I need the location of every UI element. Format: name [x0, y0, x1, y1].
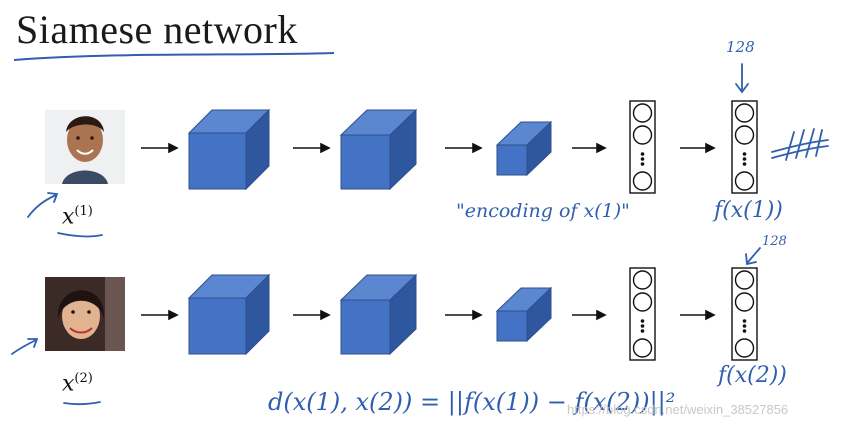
row1-vector-2: [731, 100, 758, 194]
dim-label-bottom: 128: [762, 234, 787, 249]
dim-label-top: 128: [726, 38, 755, 56]
row2-vector-1: [629, 267, 656, 361]
row1-cube-1: [187, 108, 271, 191]
pointer-arrow-2: [11, 339, 37, 355]
row2-cube-2: [339, 273, 418, 356]
title-underline: [13, 52, 335, 61]
slide-title: Siamese network: [16, 7, 298, 52]
dim-arrow-bottom: [747, 247, 761, 263]
row2-arrows: [141, 309, 716, 321]
face-photo-1: [45, 110, 125, 184]
row2-vector-2: [731, 267, 758, 361]
hash-scribble: [771, 128, 829, 161]
row1-vector-1: [629, 100, 656, 194]
encoding-note: "encoding of x(1)": [456, 200, 630, 222]
row2-handwriting: [11, 247, 761, 405]
face-photo-2: [45, 277, 125, 351]
f-label-top: f(x(1)): [714, 198, 783, 223]
row1-arrows: [141, 142, 716, 154]
input-label-1: x(1): [62, 204, 93, 230]
watermark-url: https://blog.csdn.net/weixin_38527856: [567, 402, 789, 417]
label-underline-1: [57, 232, 103, 238]
f-label-bottom: f(x(2)): [718, 363, 787, 388]
row1-cube-3: [495, 120, 553, 177]
distance-equation: d(x(1), x(2)) = ||f(x(1)) − f(x(2))||²: [268, 388, 676, 416]
row1-cube-2: [339, 108, 418, 191]
label-underline-2: [63, 401, 101, 405]
row2-cube-1: [187, 273, 271, 356]
row1-handwriting: [27, 63, 829, 238]
input-label-2: x(2): [62, 371, 93, 397]
row2-cube-3: [495, 286, 553, 343]
pointer-arrow-1: [27, 194, 57, 218]
